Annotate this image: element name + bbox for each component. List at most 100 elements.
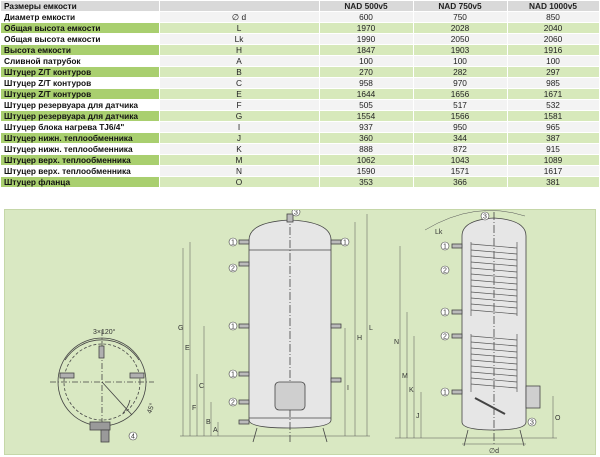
left-nozzle-e — [238, 239, 250, 245]
row-value-750: 950 — [413, 121, 508, 134]
row-name: Сливной патрубок — [1, 55, 160, 68]
technical-drawing: 3×120° 45° 4 — [4, 209, 596, 455]
row-name: Штуцер Z/T контуров — [1, 77, 160, 90]
row-symbol: A — [159, 55, 320, 68]
row-symbol: J — [159, 132, 320, 145]
row-value-1000: 532 — [507, 99, 600, 112]
row-value-1000: 2040 — [507, 22, 600, 35]
row-value-1000: 1581 — [507, 110, 600, 123]
dim-label-c: C — [199, 383, 204, 390]
row-value-750: 1043 — [413, 154, 508, 167]
angle2-label: 45° — [145, 402, 156, 415]
left-marker-5: 1 — [231, 372, 235, 379]
right-marker-circle-5 — [440, 331, 450, 341]
dim-label-b: B — [206, 419, 211, 426]
row-value-1000: 297 — [507, 66, 600, 79]
row-symbol: E — [159, 88, 320, 101]
header-symbol — [159, 1, 320, 13]
row-name: Штуцер нижн. теплообменника — [1, 143, 160, 156]
marker-4-circle — [128, 431, 138, 441]
right-tank-marker-labels: 3 1 2 1 2 1 3 — [443, 214, 534, 427]
row-value-500: 600 — [319, 11, 414, 24]
row-value-750: 366 — [413, 176, 508, 189]
row-value-750: 282 — [413, 66, 508, 79]
left-tank-marker-labels: 1 2 1 3 1 2 1 — [231, 210, 347, 407]
rt-nozzle-j — [451, 389, 463, 395]
row-value-1000: 985 — [507, 77, 600, 90]
table-header-row: Размеры емкости NAD 500v5 NAD 750v5 NAD … — [1, 1, 600, 13]
row-value-750: 1903 — [413, 44, 508, 57]
left-marker-circle-4 — [291, 210, 301, 217]
row-symbol: N — [159, 165, 320, 178]
right-marker-circle-4 — [440, 307, 450, 317]
right-tank-heater — [474, 397, 506, 415]
left-marker-3: 1 — [231, 324, 235, 331]
header-col-1000: NAD 1000v5 — [507, 1, 600, 13]
row-name: Диаметр емкости — [1, 11, 160, 24]
row-value-500: 353 — [319, 176, 414, 189]
foot-flange — [89, 421, 111, 431]
dim-arc-lk — [424, 210, 526, 231]
row-value-500: 360 — [319, 132, 414, 145]
row-name: Штуцер блока нагрева TJ6/4" — [1, 121, 160, 134]
dim-label-d: ∅d — [489, 448, 499, 455]
row-value-750: 1656 — [413, 88, 508, 101]
row-value-500: 1590 — [319, 165, 414, 178]
right-marker-4: 1 — [443, 310, 447, 317]
dim-label-n: N — [394, 339, 399, 346]
row-name: Общая высота емкости — [1, 33, 160, 46]
row-value-750: 750 — [413, 11, 508, 24]
row-value-750: 1566 — [413, 110, 508, 123]
row-value-750: 2050 — [413, 33, 508, 46]
row-value-500: 1847 — [319, 44, 414, 57]
row-value-1000: 850 — [507, 11, 600, 24]
upper-coil — [470, 242, 518, 316]
angle2-arc — [122, 399, 131, 414]
right-marker-circle-3 — [440, 265, 450, 275]
right-marker-2: 1 — [443, 244, 447, 251]
row-name: Высота емкости — [1, 44, 160, 57]
row-symbol: I — [159, 121, 320, 134]
dim-label-a: A — [213, 427, 218, 434]
row-name: Штуцер верх. теплообменника — [1, 165, 160, 178]
row-name: Штуцер Z/T контуров — [1, 66, 160, 79]
left-tank-leg-1 — [252, 427, 258, 443]
left-tank-flange — [274, 381, 306, 411]
left-tank — [180, 213, 370, 443]
header-col-500: NAD 500v5 — [319, 1, 414, 13]
left-marker-circle-7 — [340, 237, 350, 247]
right-tank-markers — [440, 211, 537, 427]
left-nozzle-a — [238, 419, 250, 425]
row-value-500: 1554 — [319, 110, 414, 123]
row-value-500: 1644 — [319, 88, 414, 101]
table-body: Размеры емкости NAD 500v5 NAD 750v5 NAD … — [1, 1, 600, 189]
row-value-500: 958 — [319, 77, 414, 90]
left-tank-leg-2 — [322, 427, 328, 443]
dim-label-f: F — [192, 405, 196, 412]
dim-label-m: M — [402, 373, 408, 380]
rt-nozzle-k — [451, 333, 463, 339]
row-value-1000: 387 — [507, 132, 600, 145]
dim-label-l: L — [369, 325, 373, 332]
dim-label-h: H — [357, 335, 362, 342]
row-value-500: 937 — [319, 121, 414, 134]
row-value-500: 888 — [319, 143, 414, 156]
dim-label-j: J — [416, 413, 420, 420]
left-marker-4: 3 — [294, 210, 298, 217]
right-tank — [395, 210, 557, 447]
left-marker-7: 1 — [343, 240, 347, 247]
right-nozzle-mid — [330, 323, 342, 329]
dim-label-k: K — [409, 387, 414, 394]
left-marker-circle-2 — [228, 263, 238, 273]
row-value-500: 270 — [319, 66, 414, 79]
row-value-750: 970 — [413, 77, 508, 90]
left-nozzle-f — [238, 371, 250, 377]
right-marker-7: 3 — [530, 420, 534, 427]
